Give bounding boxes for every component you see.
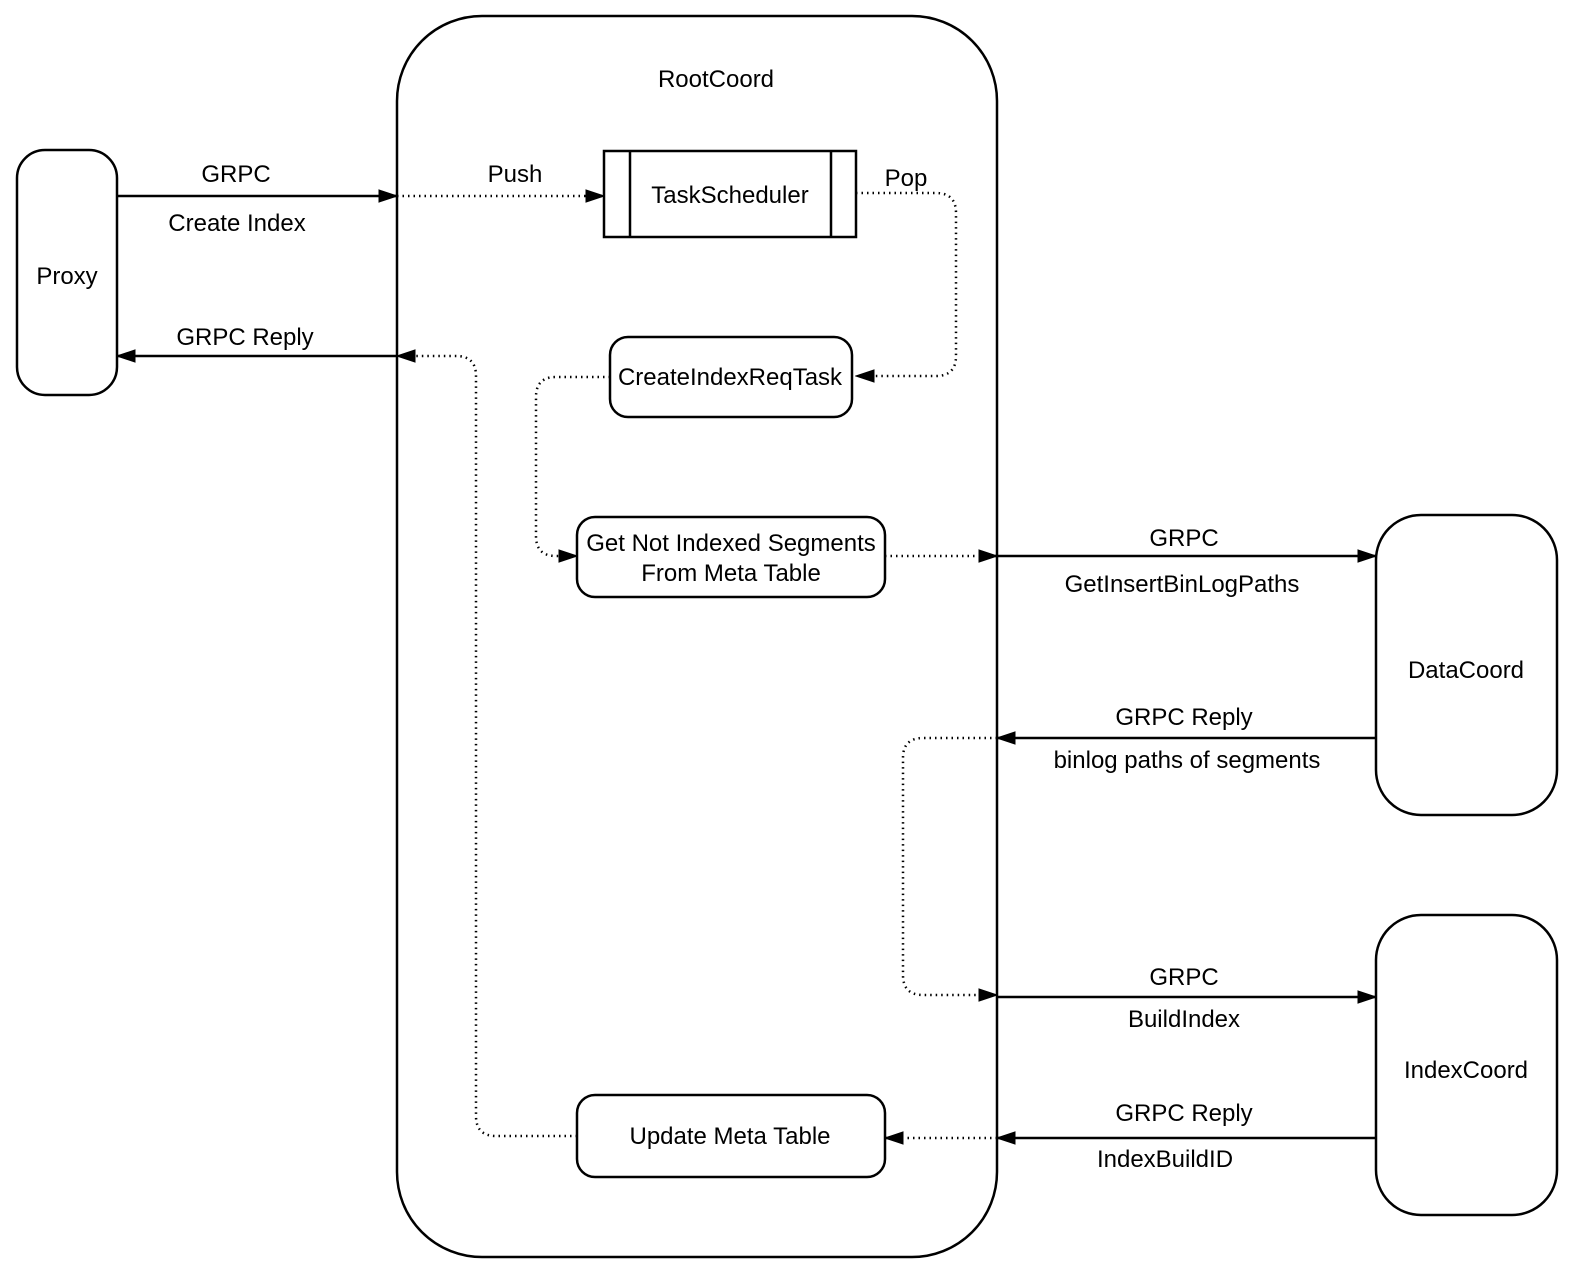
node-root-coord — [395, 14, 999, 1259]
edge-label-push: Push — [488, 161, 543, 188]
edge-sublabel-build-index: BuildIndex — [1128, 1006, 1240, 1033]
edge-label-grpc-reply-binlog: GRPC Reply — [1115, 704, 1252, 731]
edge-label-grpc-get-insert: GRPC — [1149, 525, 1218, 552]
edge-pop — [856, 191, 958, 376]
node-data-coord — [1374, 513, 1559, 817]
get-not-indexed-segments-label-line1: Get Not Indexed Segments — [586, 530, 876, 557]
proxy-label: Proxy — [36, 263, 97, 290]
data-coord-label: DataCoord — [1408, 657, 1524, 684]
edge-label-grpc-reply-index-build: GRPC Reply — [1115, 1100, 1252, 1127]
node-proxy — [15, 148, 119, 397]
edge-label-grpc-create-index: GRPC — [201, 161, 270, 188]
root-coord-label: RootCoord — [658, 66, 774, 93]
create-index-req-task-label: CreateIndexReqTask — [618, 364, 843, 391]
update-meta-table-label: Update Meta Table — [629, 1123, 830, 1150]
task-scheduler-label: TaskScheduler — [651, 182, 808, 209]
node-index-coord — [1374, 913, 1559, 1217]
edge-label-pop: Pop — [885, 165, 928, 192]
edge-binlog-to-build-index — [901, 736, 997, 995]
node-task-scheduler — [602, 149, 858, 239]
index-coord-label: IndexCoord — [1404, 1057, 1528, 1084]
get-not-indexed-segments-label-line2: From Meta Table — [641, 560, 821, 587]
edge-update-meta-to-boundary — [397, 356, 577, 1138]
edge-sublabel-create-index: Create Index — [168, 210, 305, 237]
edge-label-grpc-reply-to-proxy: GRPC Reply — [176, 324, 313, 351]
edge-sublabel-binlog-paths: binlog paths of segments — [1054, 747, 1321, 774]
edge-sublabel-index-build-id: IndexBuildID — [1097, 1146, 1233, 1173]
edge-sublabel-get-insert-binlog-paths: GetInsertBinLogPaths — [1065, 571, 1300, 598]
edge-label-grpc-build-index: GRPC — [1149, 964, 1218, 991]
